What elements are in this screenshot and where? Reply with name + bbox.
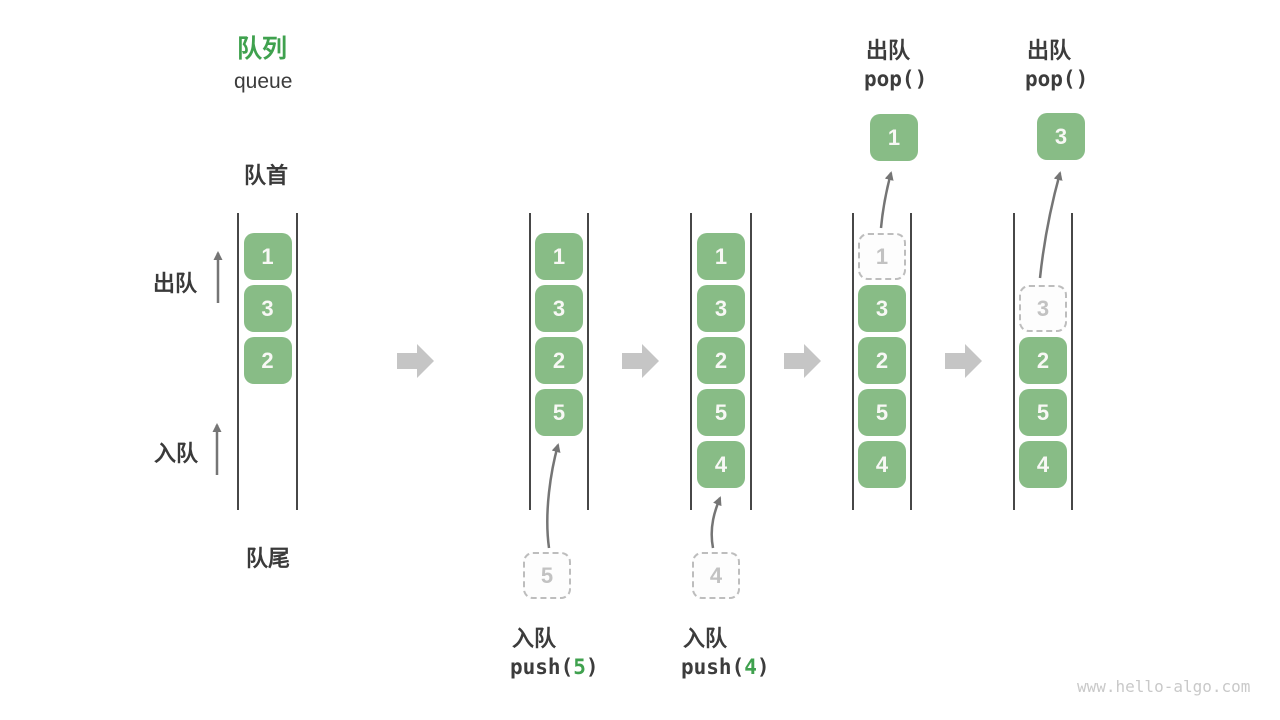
incoming-element: 5 (523, 552, 571, 599)
diagram-title-en: queue (234, 70, 293, 93)
queue-cell: 2 (858, 337, 906, 384)
op-label-enqueue: 入队 (512, 626, 557, 651)
queue-cell: 5 (535, 389, 583, 436)
label-dequeue-side: 出队 (153, 271, 198, 296)
op-label-dequeue: 出队 (866, 38, 911, 63)
flow-arrow-icon (945, 344, 982, 378)
label-enqueue-side: 入队 (154, 441, 199, 466)
queue-channel-5: 3 2 5 4 (1013, 213, 1073, 510)
op-label-pop: pop() (864, 67, 928, 91)
queue-cell: 1 (243, 233, 292, 280)
queue-channel-2: 1 3 2 5 (529, 213, 589, 510)
queue-cell: 5 (858, 389, 906, 436)
queue-cell: 2 (1019, 337, 1067, 384)
queue-cell: 3 (535, 285, 583, 332)
queue-channel-4: 1 3 2 5 4 (852, 213, 912, 510)
ghost-cell: 3 (1019, 285, 1067, 332)
queue-cell: 3 (858, 285, 906, 332)
queue-cell: 4 (1019, 441, 1067, 488)
flow-arrow-icon (397, 344, 434, 378)
flow-arrow-icon (784, 344, 821, 378)
op-label-push5: push(5) (510, 655, 599, 679)
push-arg: 5 (573, 655, 586, 679)
ghost-cell: 1 (858, 233, 906, 280)
incoming-element: 4 (692, 552, 740, 599)
queue-cell: 4 (858, 441, 906, 488)
queue-cell: 2 (535, 337, 583, 384)
flow-arrow-icon (622, 344, 659, 378)
queue-channel-3: 1 3 2 5 4 (690, 213, 752, 510)
queue-cell: 2 (243, 337, 292, 384)
queue-cell: 1 (535, 233, 583, 280)
pop3-arrow-icon (1038, 171, 1063, 279)
push4-arrow-icon (710, 496, 722, 549)
queue-cell: 2 (697, 337, 745, 384)
popped-element: 1 (870, 114, 918, 161)
popped-element: 3 (1037, 113, 1085, 160)
queue-cell: 5 (697, 389, 745, 436)
queue-cell: 1 (697, 233, 745, 280)
label-queue-front: 队首 (244, 163, 289, 188)
queue-cell: 4 (697, 441, 745, 488)
queue-cell: 3 (697, 285, 745, 332)
op-label-push4: push(4) (681, 655, 770, 679)
watermark: www.hello-algo.com (1077, 677, 1251, 696)
push-arg: 4 (744, 655, 757, 679)
op-label-dequeue: 出队 (1027, 38, 1072, 63)
queue-cell: 5 (1019, 389, 1067, 436)
pop1-arrow-icon (879, 171, 894, 229)
queue-channel-1: 1 3 2 (237, 213, 298, 510)
label-queue-rear: 队尾 (246, 546, 291, 571)
diagram-title-zh: 队列 (237, 35, 288, 63)
push5-arrow-icon (546, 443, 561, 549)
op-label-pop: pop() (1025, 67, 1089, 91)
op-label-enqueue: 入队 (683, 626, 728, 651)
queue-cell: 3 (243, 285, 292, 332)
